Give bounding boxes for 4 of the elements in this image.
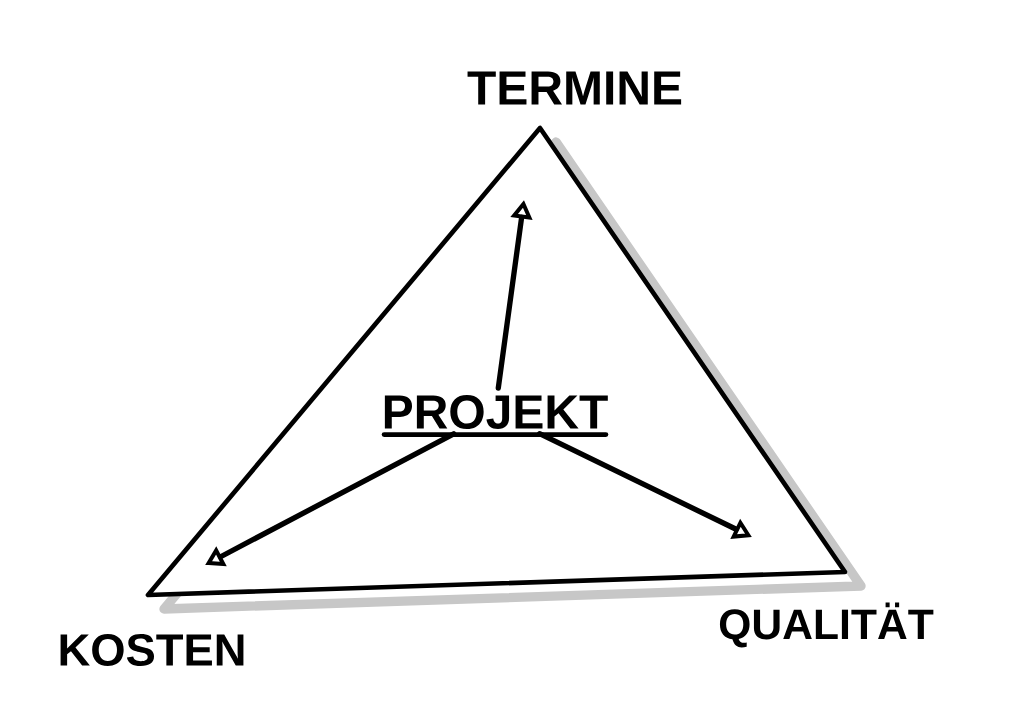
- underlined-label: PROJEKT: [381, 395, 609, 437]
- corner-label: KOSTEN: [60, 633, 244, 667]
- corner-label: TERMINE: [467, 71, 682, 105]
- corner-label: QUALITÄT: [719, 602, 934, 648]
